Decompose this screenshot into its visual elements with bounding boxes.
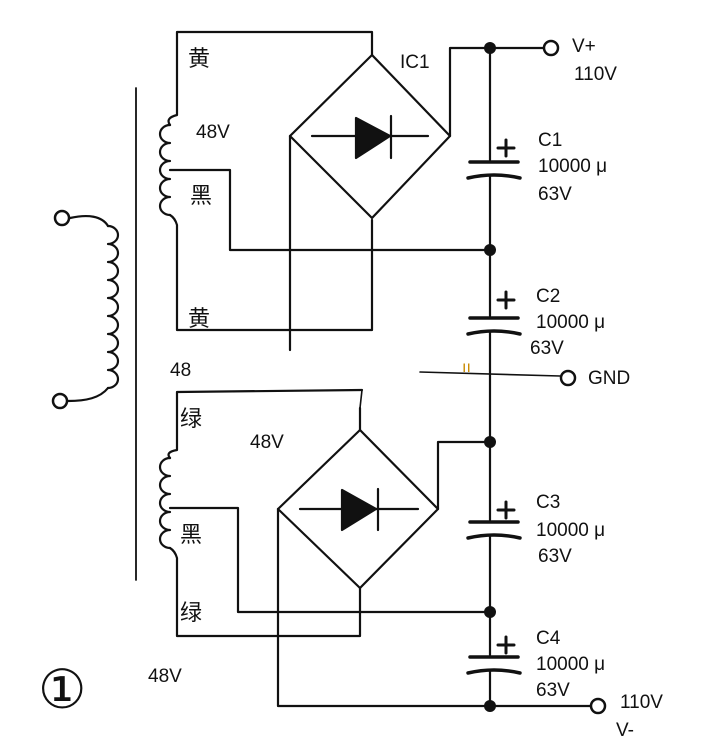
upper-top-wire-label: 黄 — [188, 47, 210, 72]
c4-capacitance: 10000 μ — [536, 654, 605, 675]
ground-mark: ıı — [462, 359, 471, 376]
ic1-label: IC1 — [400, 52, 430, 73]
lower-voltage-label: 48V — [250, 432, 284, 453]
gnd-terminal — [559, 369, 577, 387]
gnd-label: GND — [588, 368, 630, 389]
c3-rating: 63V — [538, 546, 572, 567]
v-plus-voltage: 110V — [574, 64, 617, 85]
c1-name: C1 — [538, 130, 562, 151]
c2-rating: 63V — [530, 338, 564, 359]
v-minus-name: V- — [616, 720, 634, 741]
upper-secondary-winding — [158, 30, 492, 332]
v-plus-terminal — [542, 39, 560, 57]
upper-voltage-label: 48V — [196, 122, 230, 143]
lower-center-tap-label: 黑 — [180, 523, 202, 548]
lower-bottom-wire-label: 绿 — [180, 601, 202, 626]
figure-number: ① — [38, 658, 86, 721]
lower-bottom-voltage-label: 48V — [148, 666, 182, 687]
c2-capacitance: 10000 μ — [536, 312, 605, 333]
primary-terminal-top — [53, 209, 71, 227]
junction-dots — [484, 42, 496, 712]
upper-center-tap-label: 黑 — [190, 184, 212, 209]
v-minus-voltage: 110V — [620, 692, 663, 713]
c1-capacitance: 10000 μ — [538, 156, 607, 177]
c3-name: C3 — [536, 492, 560, 513]
upper-bridge-rectifier — [288, 34, 492, 352]
c3-capacitance: 10000 μ — [536, 520, 605, 541]
lower-bridge-rectifier — [276, 406, 492, 708]
c1-rating: 63V — [538, 184, 572, 205]
upper-bottom-wire-label: 黄 — [188, 307, 210, 332]
lower-secondary-winding — [158, 388, 492, 638]
lower-marker-label: 48 — [170, 360, 191, 381]
primary-winding — [66, 215, 120, 403]
c4-name: C4 — [536, 628, 561, 649]
v-minus-terminal — [589, 697, 607, 715]
c2-name: C2 — [536, 286, 560, 307]
c4-rating: 63V — [536, 680, 570, 701]
lower-top-wire-label: 绿 — [180, 407, 202, 432]
v-plus-name: V+ — [572, 36, 596, 57]
primary-terminal-bottom — [51, 392, 69, 410]
polarity-marks — [496, 138, 516, 655]
positive-rail — [359, 46, 561, 442]
